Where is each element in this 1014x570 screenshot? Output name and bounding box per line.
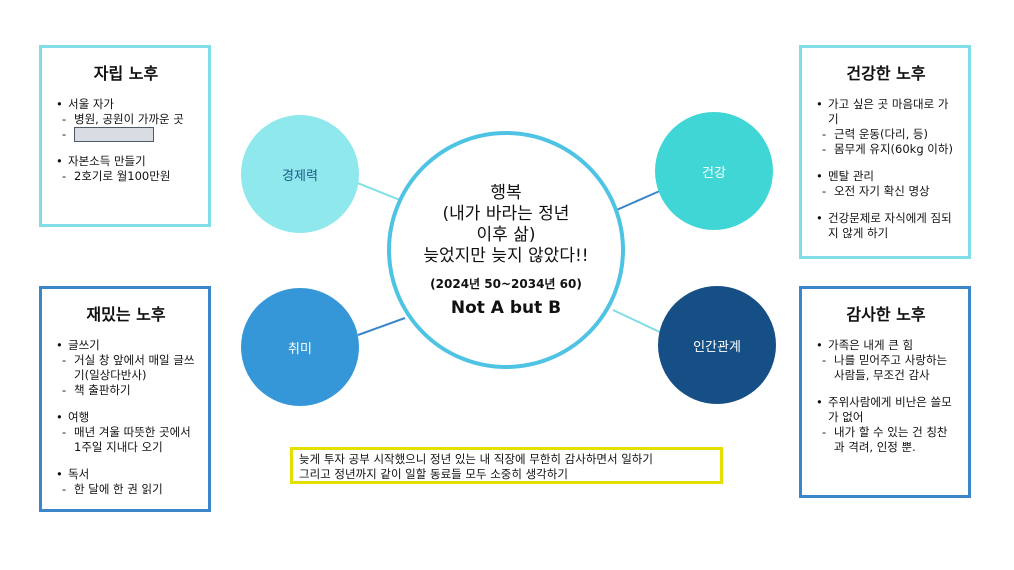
box-independent: 자립 노후 서울 자가 병원, 공원이 가까운 곳 자본소득 만들기 2호기로 … [39,45,211,227]
box-title: 자립 노후 [93,64,159,83]
circle-label: 건강 [702,165,726,181]
redacted-block [74,127,154,142]
center-title-line: 늦었지만 늦지 않았다!! [423,245,589,266]
center-title-line: 이후 삶) [476,224,536,245]
connector-health [611,189,663,213]
center-circle: 행복 (내가 바라는 정년 이후 삶) 늦었지만 늦지 않았다!! (2024년… [387,131,625,369]
box-grateful: 감사한 노후 가족은 내게 큰 힘 나를 믿어주고 사랑하는 사람들, 무조건 … [799,286,971,498]
circle-health: 건강 [655,112,773,230]
list-item: 가고 싶은 곳 마음대로 가기 근력 운동(다리, 등) 몸무게 유지(60kg… [814,97,958,157]
box-fun: 재밌는 노후 글쓰기 거실 창 앞에서 매일 글쓰기(일상다반사) 책 출판하기… [39,286,211,512]
redacted-sub-item [54,127,198,142]
circle-economy: 경제력 [241,115,359,233]
connector-relations [612,309,665,335]
note-line: 늦게 투자 공부 시작했으니 정년 있는 내 직장에 무한히 감사하면서 일하기 [299,452,653,466]
box-healthy: 건강한 노후 가고 싶은 곳 마음대로 가기 근력 운동(다리, 등) 몸무게 … [799,45,971,259]
connector-hobby [357,317,406,336]
circle-hobby: 취미 [241,288,359,406]
note-line: 그리고 정년까지 같이 일할 동료들 모두 소중히 생각하기 [299,467,568,481]
list-item: 멘탈 관리 오전 자기 확신 명상 [814,169,958,199]
circle-label: 취미 [288,341,312,357]
circle-label: 인간관계 [693,339,741,355]
list-item: 주위사람에게 비난은 쓸모가 없어 내가 할 수 있는 건 칭찬과 격려, 인정… [814,395,958,455]
connector-economy [354,181,401,201]
box-title: 감사한 노후 [846,305,926,324]
list-item: 건강문제로 자식에게 짐되지 않게 하기 [814,211,958,241]
center-years: (2024년 50~2034년 60) [430,276,582,291]
list-item: 서울 자가 병원, 공원이 가까운 곳 [54,97,198,142]
list-item: 독서 한 달에 한 권 읽기 [54,467,198,497]
list-item: 여행 매년 겨울 따뜻한 곳에서 1주일 지내다 오기 [54,410,198,455]
note-box: 늦게 투자 공부 시작했으니 정년 있는 내 직장에 무한히 감사하면서 일하기… [290,447,723,484]
circle-relations: 인간관계 [658,286,776,404]
list-item: 가족은 내게 큰 힘 나를 믿어주고 사랑하는 사람들, 무조건 감사 [814,338,958,383]
list-item: 글쓰기 거실 창 앞에서 매일 글쓰기(일상다반사) 책 출판하기 [54,338,198,398]
center-title-line: (내가 바라는 정년 [442,203,570,224]
center-title-line: 행복 [490,182,522,203]
circle-label: 경제력 [282,168,318,184]
box-title: 재밌는 노후 [86,305,166,324]
box-title: 건강한 노후 [846,64,926,83]
center-motto: Not A but B [450,297,562,318]
list-item: 자본소득 만들기 2호기로 월100만원 [54,154,198,184]
